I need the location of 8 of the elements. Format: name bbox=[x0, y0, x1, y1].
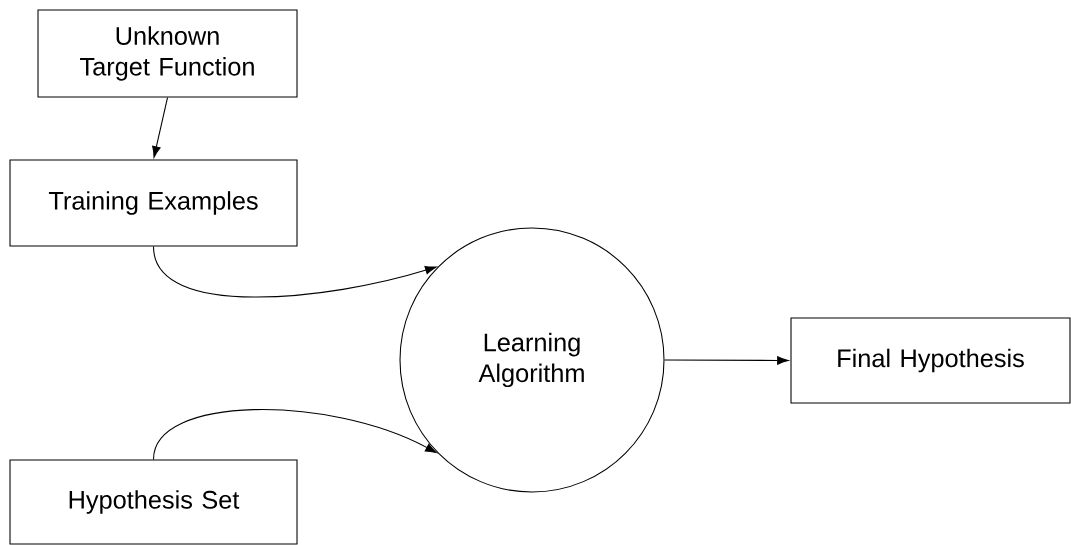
arrow bbox=[152, 246, 437, 298]
arrow bbox=[152, 97, 169, 158]
process-box: Training Examples bbox=[9, 159, 298, 247]
process-box: Unknown Target Function bbox=[37, 9, 298, 98]
process-box: Hypothesis Set bbox=[9, 459, 298, 545]
process-box: Final Hypothesis bbox=[790, 317, 1071, 404]
arrow bbox=[152, 409, 437, 460]
arrow bbox=[664, 356, 789, 365]
